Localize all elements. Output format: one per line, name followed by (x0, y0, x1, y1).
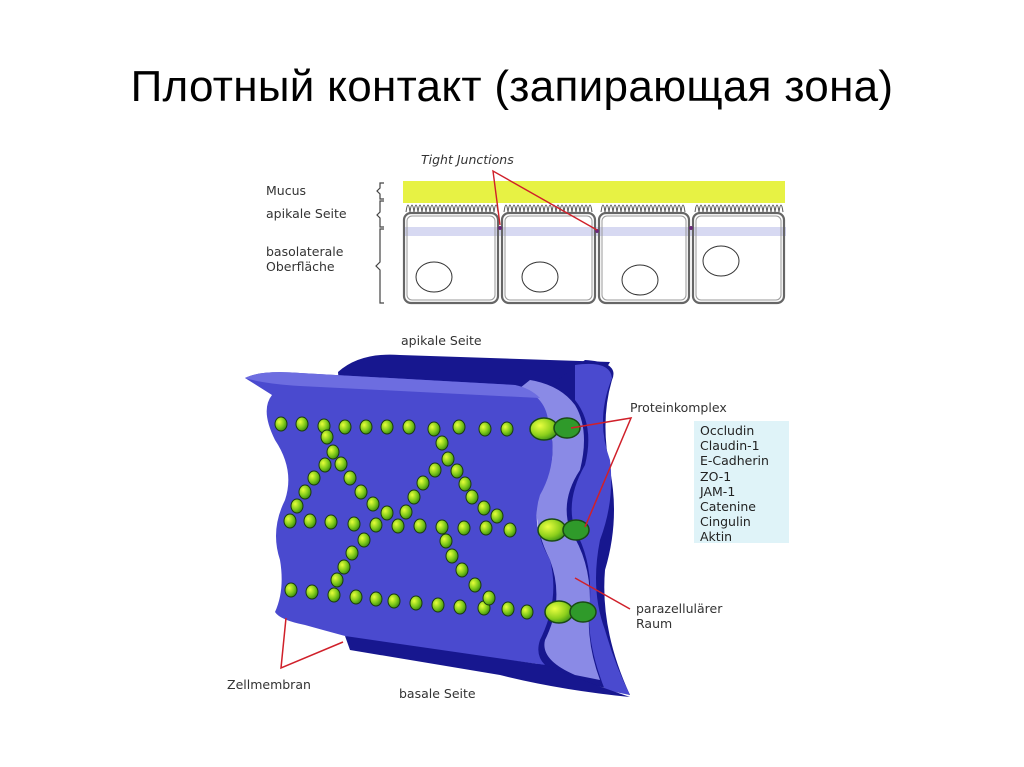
basolaterale-label: basolaterale (266, 244, 344, 259)
protein-item: Claudin-1 (700, 438, 760, 454)
zellmembran-label: Zellmembran (227, 677, 311, 692)
basal-side-label: basale Seite (399, 686, 476, 701)
tight-junction-callout (492, 169, 598, 231)
protein-item: Occludin (700, 423, 755, 438)
membrane-illustration (245, 354, 633, 697)
protein-item: Catenine (700, 499, 756, 515)
protein-item: JAM-1 (700, 483, 736, 499)
protein-item: ZO-1 (700, 468, 732, 484)
slide-title: Плотный контакт (запирающая зона) (130, 62, 894, 111)
tight-junctions-label: Tight Junctions (421, 152, 514, 167)
protein-item: Cingulin (700, 514, 751, 530)
parazellular-label-line2: Raum (636, 616, 673, 631)
proteinkomplex-callout (570, 417, 633, 528)
protein-item: E-Cadherin (700, 453, 769, 469)
proteinkomplex-label: Proteinkomplex (630, 400, 727, 415)
protein-list-box (694, 421, 789, 543)
mucus-layer (403, 181, 785, 203)
parazellular-callout (574, 577, 631, 610)
protein-item: Aktin (700, 529, 733, 545)
epithelium-illustration (375, 169, 786, 305)
apical-side-label: apikale Seite (401, 333, 482, 348)
protein-list: Occludin Claudin-1 E-Cadherin ZO-1 JAM-1… (700, 423, 769, 545)
apikale-seite-label: apikale Seite (266, 206, 347, 221)
mucus-label: Mucus (266, 183, 307, 198)
oberflaeche-label: Oberfläche (266, 259, 335, 274)
protein-complexes (529, 417, 597, 624)
parazellular-label-line1: parazellulärer (636, 601, 723, 616)
zellmembran-callout (280, 617, 344, 670)
